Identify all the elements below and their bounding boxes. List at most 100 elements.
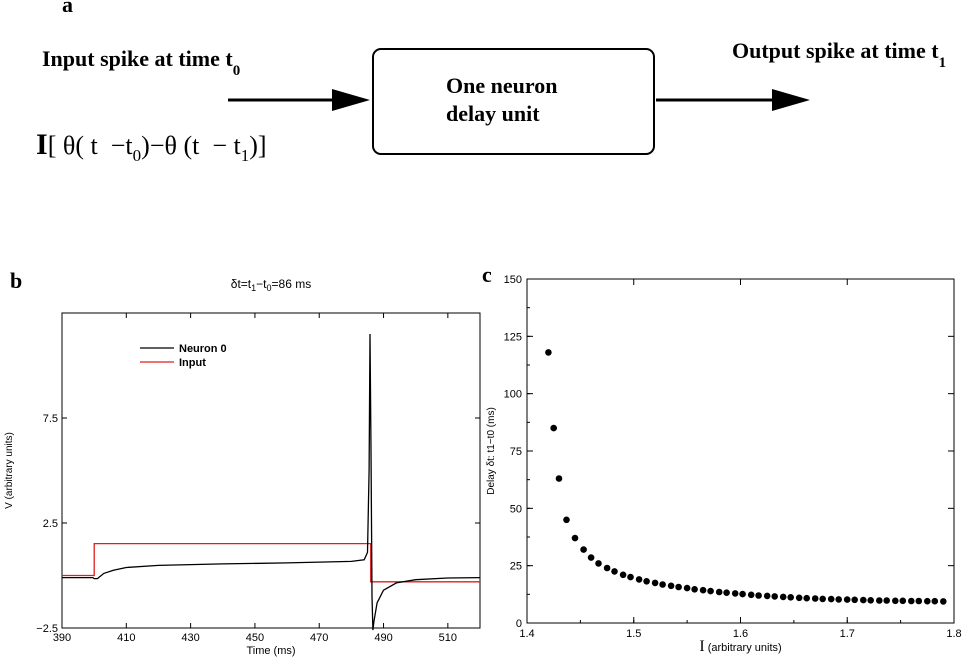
chart-c-point bbox=[683, 584, 691, 592]
chart-c-point bbox=[787, 594, 794, 601]
chart-c-point bbox=[779, 593, 787, 601]
chart-b-title: δt=t1−t0=86 ms bbox=[231, 277, 311, 293]
chart-c-ytick-label: 25 bbox=[510, 561, 522, 573]
chart-c-ylabel: Delay δt: t1−t0 (ms) bbox=[486, 407, 497, 495]
chart-c-point bbox=[827, 595, 835, 603]
chart-c-point bbox=[924, 597, 931, 605]
chart-c-point bbox=[580, 546, 587, 553]
chart-c-point bbox=[940, 598, 947, 605]
chart-c-point bbox=[851, 596, 858, 604]
chart-c-point bbox=[643, 578, 650, 585]
chart-c-point bbox=[545, 349, 552, 356]
chart-b-ytick-label: 2.5 bbox=[43, 518, 58, 530]
chart-c-point bbox=[795, 594, 803, 602]
chart-c-point bbox=[550, 424, 557, 432]
chart-c-point bbox=[611, 568, 618, 575]
chart-b-xtick-label: 390 bbox=[53, 632, 71, 644]
output-spike-label: Output spike at time t1 bbox=[732, 38, 946, 71]
chart-c-point bbox=[803, 594, 810, 602]
chart-c-point bbox=[571, 534, 579, 542]
chart-c-point bbox=[659, 581, 666, 588]
chart-c-point bbox=[843, 596, 851, 603]
chart-b-xtick-label: 410 bbox=[117, 632, 135, 644]
chart-c-xtick-label: 1.8 bbox=[946, 628, 961, 640]
formula-close: )] bbox=[249, 131, 267, 160]
chart-b-legend-label: Input bbox=[179, 357, 206, 369]
chart-c-point bbox=[699, 586, 707, 594]
delay-unit-box: One neuron delay unit bbox=[372, 48, 655, 155]
chart-b-ytick-label: 7.5 bbox=[43, 413, 58, 425]
formula-t1: t bbox=[233, 131, 241, 160]
chart-c-point bbox=[723, 589, 730, 596]
chart-c-point bbox=[619, 571, 627, 579]
chart-b-ylabel: V (arbitrary units) bbox=[4, 432, 15, 509]
chart-c-point bbox=[555, 475, 563, 482]
formula-I: I bbox=[36, 128, 48, 161]
input-spike-label: Input spike at time t0 bbox=[42, 46, 240, 79]
chart-c-point bbox=[771, 593, 778, 600]
output-spike-sub: 1 bbox=[938, 55, 947, 71]
chart-c-point bbox=[915, 597, 923, 605]
chart-c-point bbox=[819, 595, 826, 603]
chart-c-point bbox=[691, 586, 698, 593]
formula-sub1: 1 bbox=[240, 146, 250, 165]
chart-c-point bbox=[731, 590, 739, 597]
chart-b-frame bbox=[61, 312, 481, 629]
chart-c-ytick-label: 125 bbox=[504, 331, 522, 343]
chart-c-point bbox=[763, 592, 771, 600]
chart-c-point bbox=[747, 591, 755, 599]
chart-c-point bbox=[892, 597, 899, 605]
chart-c-point bbox=[627, 573, 634, 581]
input-formula: I[ θ( t −t0)−θ (t − t1)] bbox=[36, 128, 267, 165]
chart-c-point bbox=[835, 596, 842, 603]
output-arrow-head bbox=[772, 89, 810, 111]
formula-minus: − bbox=[110, 131, 126, 160]
chart-c-point bbox=[651, 579, 659, 587]
chart-c-xtick-label: 1.7 bbox=[840, 628, 855, 640]
chart-b-xtick-label: 430 bbox=[181, 632, 199, 644]
panel-a-arrows bbox=[228, 89, 810, 111]
formula-open: [ bbox=[47, 131, 57, 160]
chart-c-point bbox=[860, 596, 867, 604]
formula-p1: ( bbox=[75, 131, 84, 160]
box-line-2: delay unit bbox=[446, 101, 540, 126]
output-spike-text: Output spike at time t bbox=[732, 38, 939, 63]
chart-c-xtick-label: 1.6 bbox=[733, 628, 748, 640]
chart-c-ytick-label: 0 bbox=[516, 618, 522, 630]
input-arrow-head bbox=[332, 89, 370, 111]
chart-c-point bbox=[595, 560, 602, 567]
chart-c-point bbox=[635, 576, 643, 583]
chart-c-xtick-label: 1.4 bbox=[519, 628, 534, 640]
chart-c-point bbox=[715, 588, 723, 596]
formula-t: t bbox=[90, 131, 98, 160]
chart-b-series-neuron bbox=[62, 333, 481, 631]
formula-p2: ) bbox=[141, 131, 150, 160]
chart-b-xtick-label: 470 bbox=[310, 632, 328, 644]
input-spike-sub: 0 bbox=[232, 63, 241, 79]
delay-unit-text: One neuron delay unit bbox=[446, 72, 557, 128]
chart-c-point bbox=[899, 597, 907, 605]
formula-mid: −θ bbox=[149, 131, 177, 160]
chart-c-xlabel: I (arbitrary units) bbox=[699, 638, 781, 655]
chart-c-point bbox=[908, 597, 915, 605]
chart-b-xlabel: Time (ms) bbox=[246, 645, 295, 657]
chart-c-point bbox=[707, 587, 714, 595]
chart-c-point bbox=[739, 590, 746, 598]
formula-sub0: 0 bbox=[132, 146, 142, 165]
formula-p3: (t bbox=[183, 131, 200, 160]
chart-c-point bbox=[876, 597, 883, 604]
chart-c-frame bbox=[526, 278, 955, 624]
chart-c-point bbox=[675, 583, 682, 591]
chart-c-ytick-label: 50 bbox=[510, 503, 522, 515]
chart-c-point bbox=[563, 516, 570, 524]
chart-c-point bbox=[811, 595, 819, 602]
chart-c-xtick-label: 1.5 bbox=[626, 628, 641, 640]
chart-c-point bbox=[603, 564, 611, 572]
chart-c-point bbox=[931, 597, 939, 605]
chart-c-point bbox=[867, 597, 874, 604]
formula-t0: t bbox=[125, 131, 133, 160]
formula-minus2: − bbox=[212, 131, 227, 160]
chart-c-point bbox=[883, 597, 890, 604]
